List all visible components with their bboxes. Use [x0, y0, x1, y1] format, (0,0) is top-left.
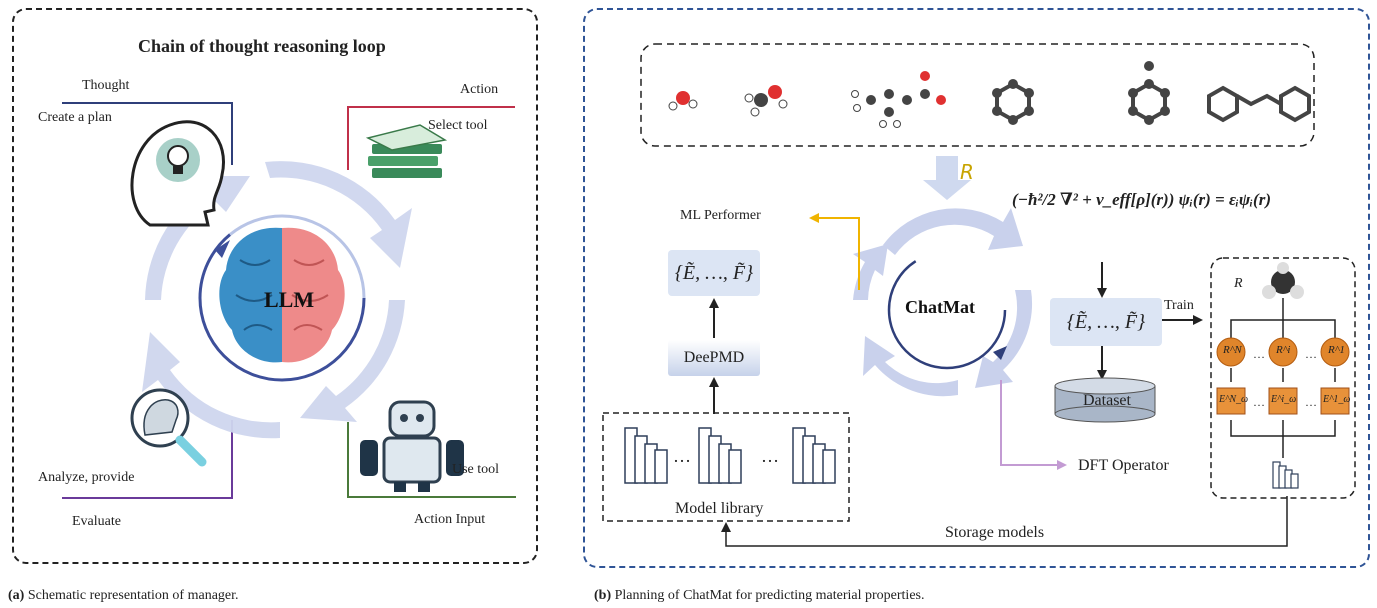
thought-label: Thought [82, 78, 130, 93]
magnifier-icon [130, 388, 207, 467]
r-input-label: R [960, 160, 974, 184]
network-nodes [1216, 337, 1350, 367]
svg-text:…: … [1253, 347, 1265, 361]
out-en: E^N_ω [1219, 394, 1249, 405]
panel-a-frame [12, 8, 538, 564]
brain-icon [219, 227, 345, 363]
panel-a-diagram [62, 102, 516, 499]
caption-b-tag: (b) [594, 588, 612, 603]
deepmd-label: DeePMD [683, 349, 745, 366]
dft-operator-label: DFT Operator [1078, 457, 1169, 474]
methane-icon [1262, 262, 1304, 299]
model-library-box [602, 412, 850, 522]
network-input-label: R [1234, 276, 1243, 291]
select-tool-label: Select tool [428, 118, 488, 133]
dft-arrow [1000, 380, 1059, 466]
chatmat-label: ChatMat [905, 297, 975, 317]
network-box [1210, 257, 1356, 499]
dataset-result-box: {Ẽ, …, F̃} [1050, 298, 1162, 346]
evaluate-label: Evaluate [72, 514, 121, 529]
create-plan-label: Create a plan [38, 110, 112, 125]
caption-a: (a) Schematic representation of manager. [8, 588, 239, 604]
panel-b-frame [583, 8, 1370, 568]
storage-arrow [725, 496, 1288, 547]
ml-performer-label: ML Performer [680, 208, 761, 223]
r-input-arrow [923, 156, 971, 200]
thought-line [62, 102, 233, 165]
network-output-cubes [1216, 387, 1350, 415]
node-ri: R^i [1276, 344, 1291, 356]
outer-loop-arrows [142, 161, 412, 439]
robot-icon [360, 400, 464, 492]
use-tool-label: Use tool [452, 462, 500, 477]
molecule-box [640, 43, 1315, 147]
action-label: Action [460, 82, 499, 97]
panel-a-title: Chain of thought reasoning loop [138, 36, 386, 56]
action-line [347, 106, 515, 170]
thought-head-icon [130, 120, 225, 227]
llm-label: LLM [264, 287, 315, 312]
out-ei: E^i_ω [1271, 394, 1297, 405]
svg-text:…: … [1253, 395, 1265, 409]
analyze-label: Analyze, provide [38, 470, 135, 485]
svg-text:…: … [1305, 347, 1317, 361]
chatmat-inner-ring [887, 250, 1007, 370]
ml-result-text: {Ẽ, …, F̃} [674, 262, 754, 284]
svg-text:…: … [761, 446, 779, 466]
schrodinger-equation: (−ħ²/2 ∇² + v_eff[ρ](r)) ψᵢ(r) = εᵢψᵢ(r) [1012, 190, 1271, 209]
out-e1: E^1_ω [1323, 394, 1351, 405]
svg-text:…: … [673, 446, 691, 466]
node-r1: R^1 [1328, 344, 1345, 356]
dataset-result-text: {Ẽ, …, F̃} [1066, 311, 1146, 333]
caption-b: (b) Planning of ChatMat for predicting m… [594, 588, 924, 604]
model-stack-icons [624, 427, 836, 484]
dataset-cylinder [1054, 377, 1156, 423]
chatmat-loop [853, 208, 1033, 397]
evaluate-line [62, 420, 233, 499]
dataset-label: Dataset [1083, 392, 1131, 409]
documents-icon [365, 124, 448, 178]
panel-b-diagram: … … … … … … [602, 43, 1356, 547]
train-label: Train [1164, 298, 1194, 313]
caption-a-text: Schematic representation of manager. [27, 588, 239, 603]
ml-arrow [815, 217, 860, 290]
molecule-icons [668, 61, 1311, 128]
model-library-label: Model library [675, 500, 764, 517]
action-input-label: Action Input [414, 512, 486, 527]
storage-models-label: Storage models [945, 524, 1045, 541]
node-rn: R^N [1223, 344, 1242, 356]
deepmd-box: DeePMD [668, 340, 760, 376]
svg-text:…: … [1305, 395, 1317, 409]
caption-b-text: Planning of ChatMat for predicting mater… [614, 588, 925, 603]
action-input-line [347, 422, 516, 498]
ml-result-box: {Ẽ, …, F̃} [668, 250, 760, 296]
caption-a-tag: (a) [8, 588, 25, 603]
small-model-icon [1272, 461, 1299, 489]
